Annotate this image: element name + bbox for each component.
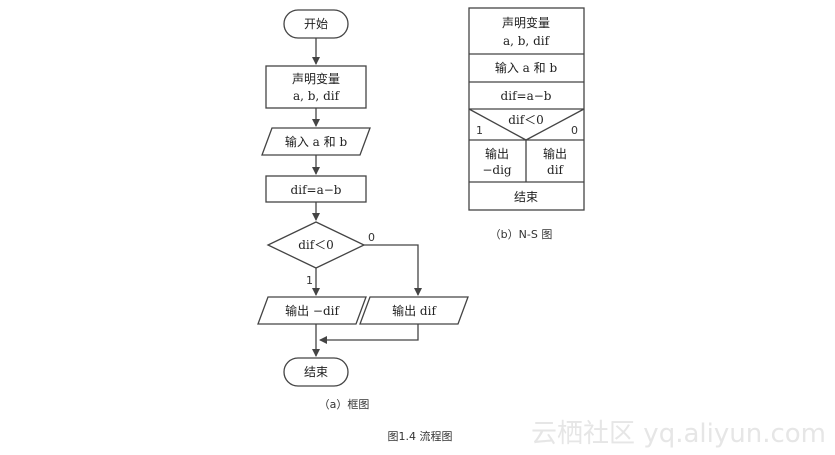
assign-box (265, 175, 367, 203)
branch-false-label: 0 (368, 231, 375, 244)
flowchart: 开始 声明变量 a, b, dif 输入 a 和 b dif=a−b dif＜0… (257, 9, 469, 411)
ns-condition-diag-left (468, 108, 527, 141)
end-terminator (283, 357, 349, 387)
ns-condition-label: dif＜0 (508, 113, 544, 127)
ns-right-line1: 输出 (543, 146, 567, 161)
flowchart-caption: （a）框图 (319, 398, 370, 411)
ns-caption: （b）N-S 图 (490, 228, 553, 241)
condition-label: dif＜0 (298, 238, 334, 252)
ns-left-line2: −dig (482, 163, 512, 177)
arrow-condition-output-pos (364, 244, 422, 296)
ns-true-label: 1 (476, 124, 483, 137)
output-pos-label: 输出 dif (392, 303, 437, 318)
ns-diagram: 声明变量 a, b, dif 输入 a 和 b dif=a−b dif＜0 1 … (468, 7, 585, 241)
input-label: 输入 a 和 b (285, 134, 348, 149)
ns-left-line1: 输出 (485, 146, 509, 161)
assign-label: dif=a−b (291, 183, 342, 197)
input-parallelogram (261, 127, 371, 156)
declare-box (265, 65, 367, 109)
arrow-output-pos-merge (319, 324, 419, 344)
declare-line1: 声明变量 (292, 71, 340, 86)
ns-assign-label: dif=a−b (501, 89, 552, 103)
start-label: 开始 (304, 17, 328, 31)
ns-end-label: 结束 (514, 190, 538, 204)
output-pos-parallelogram (359, 296, 469, 325)
output-neg-label: 输出 −dif (285, 303, 340, 318)
ns-declare-line1: 声明变量 (502, 15, 550, 30)
ns-input-label: 输入 a 和 b (495, 60, 558, 75)
ns-right-line2: dif (547, 163, 565, 177)
ns-condition-diag-right (525, 108, 585, 141)
branch-true-label: 1 (306, 274, 313, 287)
figure-caption: 图1.4 流程图 (388, 429, 453, 443)
ns-declare-line2: a, b, dif (503, 34, 551, 48)
watermark-text: 云栖社区 yq.aliyun.com (531, 419, 826, 449)
end-label: 结束 (304, 365, 328, 379)
ns-false-label: 0 (571, 124, 578, 137)
declare-line2: a, b, dif (293, 89, 341, 103)
output-neg-parallelogram (257, 296, 367, 325)
